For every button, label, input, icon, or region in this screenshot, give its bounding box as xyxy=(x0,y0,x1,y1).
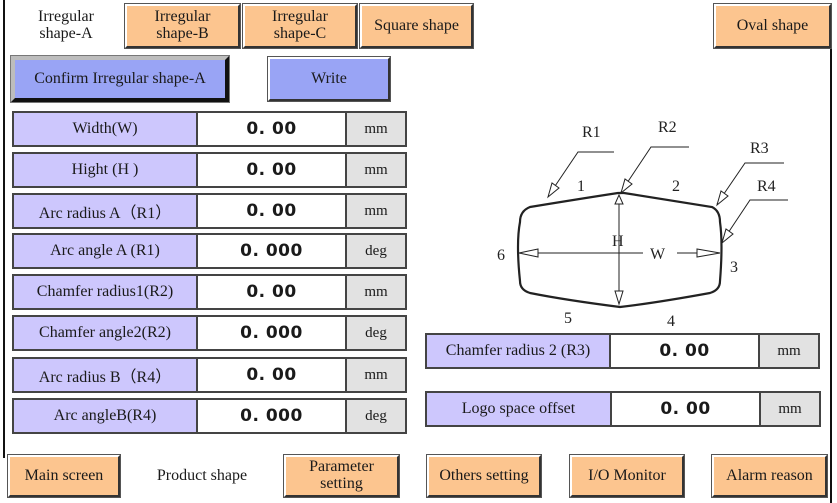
param-unit: mm xyxy=(347,193,407,229)
chamfer-angle-2-input[interactable]: 0. 000 xyxy=(198,315,347,351)
height-arrow-down-icon xyxy=(614,290,624,306)
callout-r4-label: R4 xyxy=(757,178,776,195)
callout-r2-arrow-icon xyxy=(620,178,633,195)
param-row-width: Width(W) 0. 00 mm xyxy=(12,111,407,147)
tab-oval-shape[interactable]: Oval shape xyxy=(713,3,832,49)
param-row-height: Hight (H ) 0. 00 mm xyxy=(12,152,407,188)
param-label: Chamfer radius 2 (R3) xyxy=(425,333,611,369)
edge-number-1: 1 xyxy=(577,178,585,195)
shape-outline xyxy=(516,191,723,309)
callout-r4-arrow-icon xyxy=(721,228,734,245)
irregular-shape-diagram: H W R1 R2 R3 R4 1 2 3 4 5 6 xyxy=(497,119,788,330)
button-label-line2: setting xyxy=(320,475,363,492)
edge-number-6: 6 xyxy=(497,247,505,264)
width-arrow-right-icon xyxy=(696,248,721,258)
param-label: Arc angleB(R4) xyxy=(12,398,198,434)
edge-number-3: 3 xyxy=(730,259,738,276)
param-row-chamfer-radius-1: Chamfer radius1(R2) 0. 00 mm xyxy=(12,274,407,310)
arc-angle-a-input[interactable]: 0. 000 xyxy=(198,233,347,269)
write-button[interactable]: Write xyxy=(267,56,391,102)
width-arrow-left-icon xyxy=(518,248,539,258)
param-label: Chamfer radius1(R2) xyxy=(12,274,198,310)
callout-r3-label: R3 xyxy=(750,140,769,157)
arc-radius-b-input[interactable]: 0. 00 xyxy=(198,357,347,393)
alarm-reason-button[interactable]: Alarm reason xyxy=(711,454,828,498)
param-row-chamfer-radius-2: Chamfer radius 2 (R3) 0. 00 mm xyxy=(425,333,820,369)
tab-label-line2: shape-C xyxy=(273,25,327,42)
param-unit: mm xyxy=(347,357,407,393)
arc-angle-b-input[interactable]: 0. 000 xyxy=(198,398,347,434)
tab-irregular-shape-c[interactable]: Irregular shape-C xyxy=(242,3,358,49)
param-unit: deg xyxy=(347,315,407,351)
param-row-arc-radius-a: Arc radius A（R1） 0. 00 mm xyxy=(12,193,407,229)
confirm-irregular-shape-a-button[interactable]: Confirm Irregular shape-A xyxy=(10,55,230,103)
param-label: Width(W) xyxy=(12,111,198,147)
param-label: Logo space offset xyxy=(425,391,612,427)
button-label-line1: Parameter xyxy=(309,458,374,476)
width-label: W xyxy=(650,246,666,263)
arc-radius-a-input[interactable]: 0. 00 xyxy=(198,193,347,229)
chamfer-radius-1-input[interactable]: 0. 00 xyxy=(198,274,347,310)
parameter-setting-button[interactable]: Parameter setting xyxy=(283,454,400,498)
param-row-chamfer-angle-2: Chamfer angle2(R2) 0. 000 deg xyxy=(12,315,407,351)
edge-number-5: 5 xyxy=(564,310,572,327)
param-unit: mm xyxy=(347,152,407,188)
tab-label-line2: shape-B xyxy=(156,25,209,42)
param-label: Arc radius B（R4） xyxy=(12,357,198,393)
window-frame-left xyxy=(3,0,5,458)
callout-r4-leader xyxy=(721,199,788,243)
edge-number-2: 2 xyxy=(672,178,680,195)
param-label: Arc radius A（R1） xyxy=(12,193,198,229)
edge-number-4: 4 xyxy=(667,313,675,330)
logo-space-offset-input[interactable]: 0. 00 xyxy=(612,391,761,427)
callout-r1-label: R1 xyxy=(582,124,601,141)
callout-r2-leader xyxy=(620,146,689,193)
param-row-arc-angle-b: Arc angleB(R4) 0. 000 deg xyxy=(12,398,407,434)
param-row-arc-angle-a: Arc angle A (R1) 0. 000 deg xyxy=(12,233,407,269)
tab-label-line1: Irregular xyxy=(272,8,328,26)
param-label: Chamfer angle2(R2) xyxy=(12,315,198,351)
callout-r3-leader xyxy=(716,162,784,205)
param-unit: mm xyxy=(347,111,407,147)
callout-r3-arrow-icon xyxy=(716,190,729,207)
param-row-logo-space-offset: Logo space offset 0. 00 mm xyxy=(425,391,821,427)
width-input[interactable]: 0. 00 xyxy=(198,111,347,147)
param-unit: mm xyxy=(761,391,821,427)
height-arrow-up-icon xyxy=(614,193,624,205)
height-input[interactable]: 0. 00 xyxy=(198,152,347,188)
main-screen-button[interactable]: Main screen xyxy=(7,454,121,498)
chamfer-radius-2-input[interactable]: 0. 00 xyxy=(611,333,760,369)
others-setting-button[interactable]: Others setting xyxy=(426,454,542,498)
tab-irregular-shape-b[interactable]: Irregular shape-B xyxy=(124,3,241,49)
param-row-arc-radius-b: Arc radius B（R4） 0. 00 mm xyxy=(12,357,407,393)
tab-label-line2: shape-A xyxy=(39,25,93,42)
tab-label-line1: Irregular xyxy=(154,8,211,26)
callout-r2-label: R2 xyxy=(658,119,677,136)
param-unit: mm xyxy=(347,274,407,310)
param-label: Hight (H ) xyxy=(12,152,198,188)
tab-square-shape[interactable]: Square shape xyxy=(359,3,474,49)
callout-r1-leader xyxy=(548,151,614,196)
window-frame-right xyxy=(830,48,832,503)
param-label: Arc angle A (R1) xyxy=(12,233,198,269)
current-page-label: Product shape xyxy=(156,466,248,484)
param-unit: deg xyxy=(347,233,407,269)
io-monitor-button[interactable]: I/O Monitor xyxy=(569,454,685,498)
param-unit: deg xyxy=(347,398,407,434)
param-unit: mm xyxy=(760,333,820,369)
tab-label-line1: Irregular xyxy=(38,8,94,26)
height-label: H xyxy=(612,233,624,250)
tab-irregular-shape-a-active: Irregular shape-A xyxy=(10,4,122,48)
callout-r1-arrow-icon xyxy=(547,182,560,199)
